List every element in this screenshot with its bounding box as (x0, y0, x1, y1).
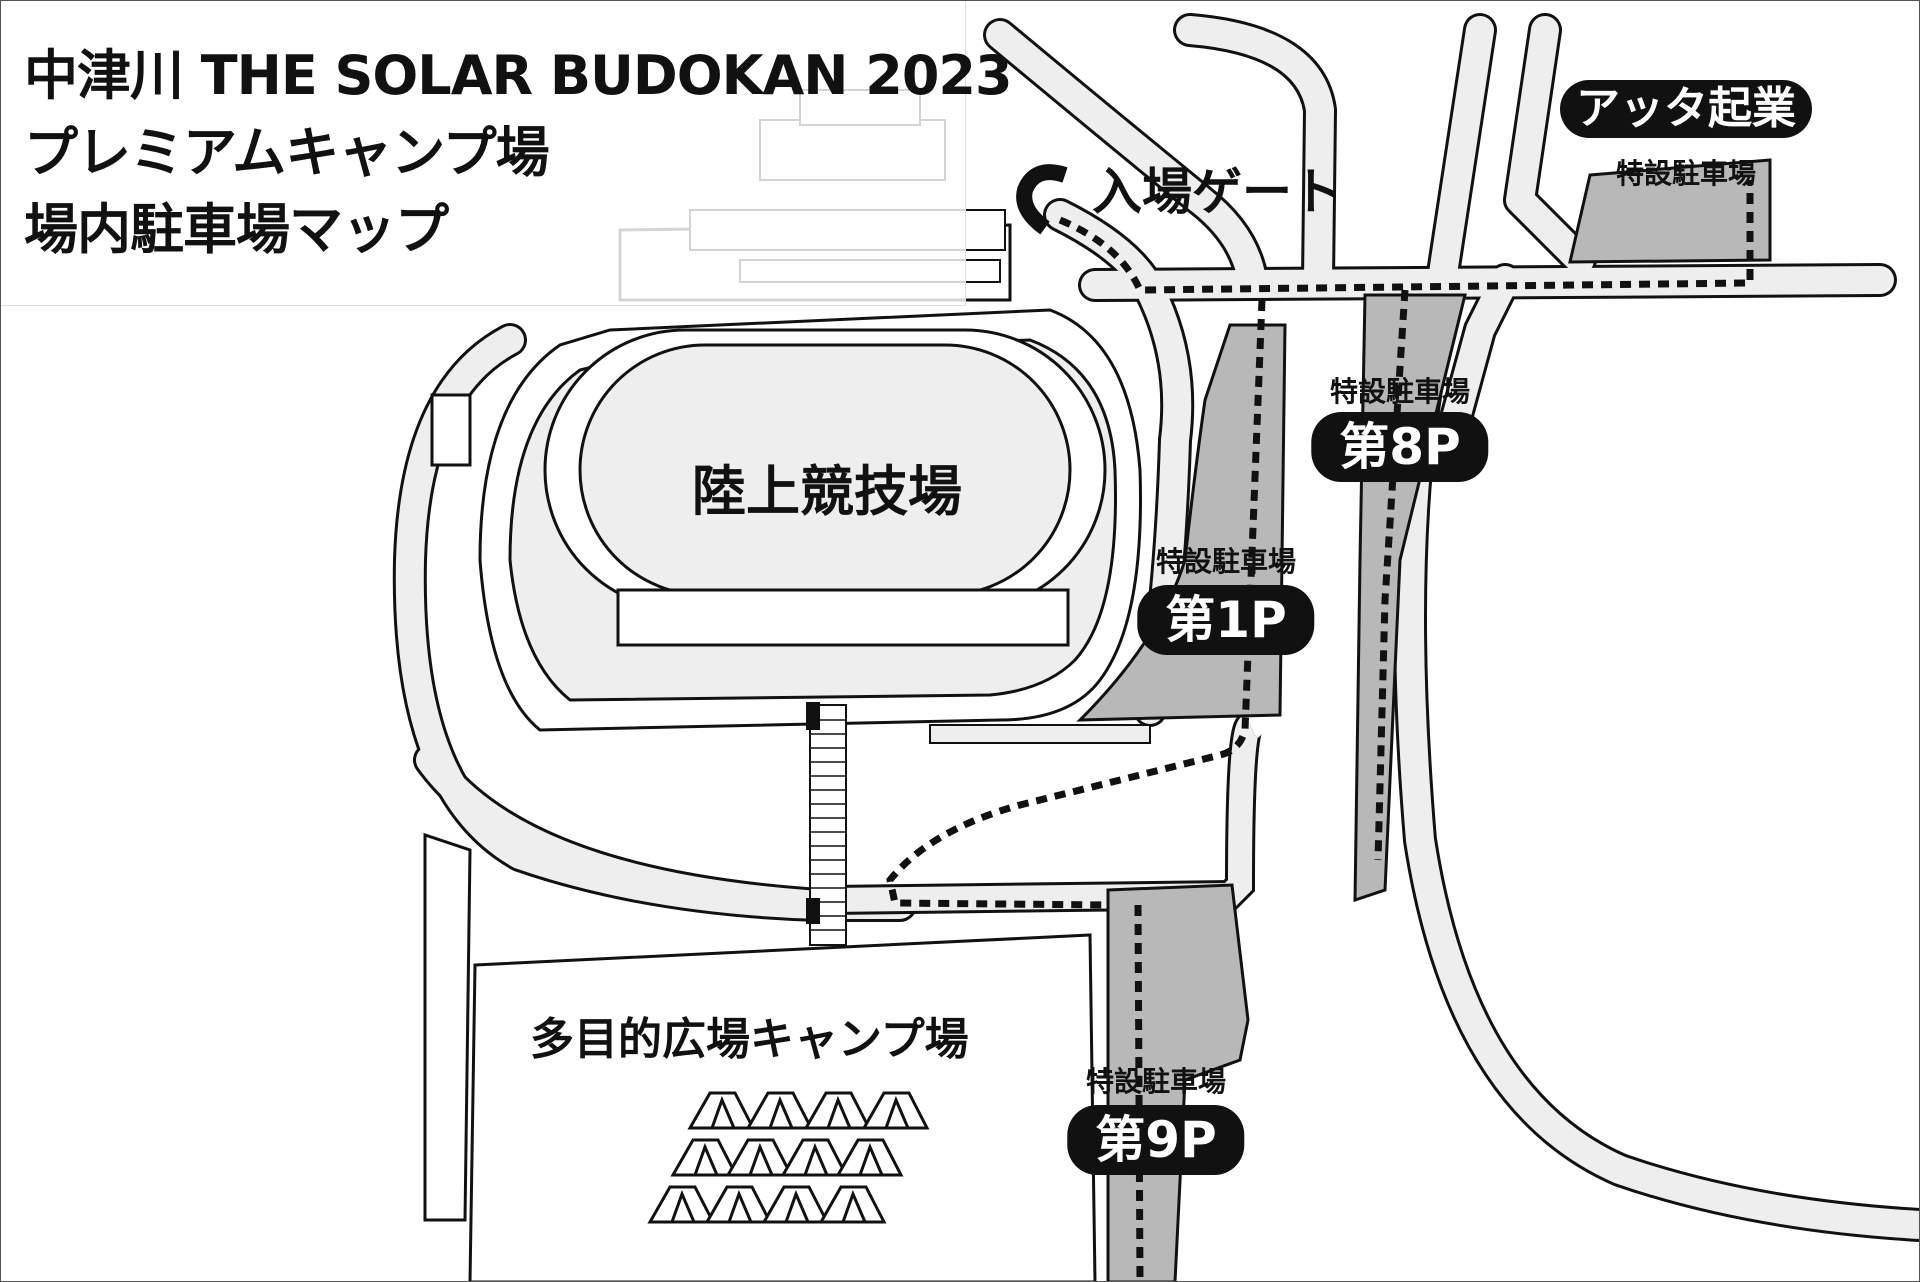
title-line-1: 中津川 THE SOLAR BUDOKAN 2023 (24, 44, 1013, 107)
stairs (806, 702, 847, 946)
route-p9 (1134, 904, 1144, 1282)
stadium-complex (478, 89, 1151, 744)
route-p8 (1374, 289, 1409, 861)
route-p1 (886, 299, 1266, 909)
atta-sub-label: 特設駐車場 (1615, 157, 1757, 190)
stadium-stand-bottom (616, 588, 1070, 647)
title-line-3: 場内駐車場マップ (24, 198, 449, 261)
left-lot-outline (423, 832, 472, 1222)
tent-icon (818, 1185, 887, 1224)
tent-icon (761, 1185, 830, 1224)
stadium-label: 陸上競技場 (692, 460, 962, 523)
tent-icon (835, 1138, 904, 1177)
tent-icon (803, 1091, 872, 1130)
left-small-lot (430, 393, 472, 467)
p8-label: 第8P (1311, 412, 1489, 482)
parking-lot-p9 (1106, 883, 1250, 1282)
entrance-gate-label: 入場ゲート (1092, 163, 1342, 221)
atta-label: アッタ起業 (1560, 80, 1812, 138)
tent-icon (725, 1138, 794, 1177)
tent-icon (670, 1138, 739, 1177)
tent-icon (704, 1185, 773, 1224)
driving-route (886, 180, 1754, 1282)
tent-icon (745, 1091, 814, 1130)
title-line-2: プレミアムキャンプ場 (24, 121, 550, 184)
p1-label: 第1P (1137, 585, 1315, 655)
tent-icon (861, 1091, 930, 1130)
tent-icons (647, 1091, 930, 1224)
tent-icon (780, 1138, 849, 1177)
p1-sub-label: 特設駐車場 (1155, 545, 1297, 578)
tent-icon (647, 1185, 716, 1224)
camp-label: 多目的広場キャンプ場 (530, 1014, 969, 1065)
tent-icon (687, 1091, 756, 1130)
p9-sub-label: 特設駐車場 (1085, 1065, 1227, 1098)
p9-label: 第9P (1067, 1105, 1245, 1175)
gate-arc-icon (1016, 164, 1068, 235)
p8-sub-label: 特設駐車場 (1329, 375, 1471, 408)
parking-lot-atta (1568, 158, 1772, 264)
title-panel: 中津川 THE SOLAR BUDOKAN 2023 プレミアムキャンプ場 場内… (0, 0, 1013, 306)
